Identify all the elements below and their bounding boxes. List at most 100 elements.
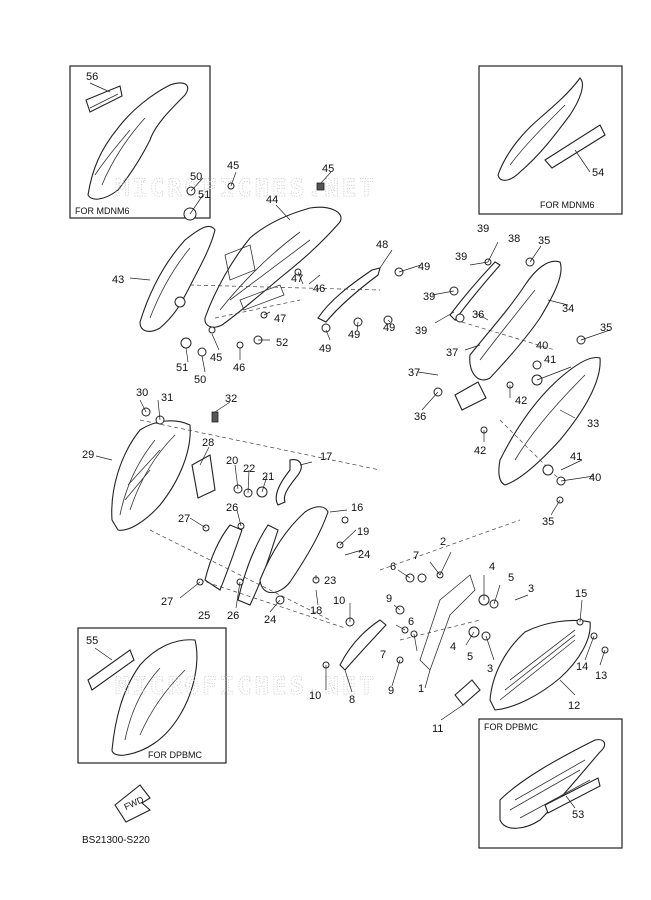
callout-19: 19	[357, 526, 369, 538]
callout-46: 46	[233, 362, 245, 374]
callout-52: 52	[276, 337, 288, 349]
callout-18: 18	[310, 605, 322, 617]
callouts: 50 51 45 44 45 43 48 49 47 46 47 52 45 4…	[82, 160, 612, 735]
callout-1: 1	[418, 683, 424, 695]
callout-21: 21	[262, 471, 274, 483]
part-38-bracket	[449, 261, 501, 321]
part-25-cover	[204, 524, 243, 591]
callout-3: 3	[528, 583, 534, 595]
callout-24: 24	[264, 614, 276, 626]
part-43-side-cover	[139, 225, 216, 332]
callout-49: 49	[348, 329, 360, 341]
callout-45: 45	[210, 352, 222, 364]
callout-26: 26	[227, 610, 239, 622]
callout-30: 30	[136, 387, 148, 399]
part-12-lower-panel	[489, 619, 591, 711]
part-17-hose	[275, 459, 302, 506]
callout-24: 24	[358, 549, 370, 561]
callout-43: 43	[112, 274, 124, 286]
callout-37: 37	[446, 347, 458, 359]
inset-label-bottom-right: FOR DPBMC	[484, 722, 539, 732]
callout-55: 55	[86, 635, 98, 647]
inset-label-bottom-left: FOR DPBMC	[148, 750, 203, 760]
part-29-side-panel	[111, 420, 191, 531]
callout-16: 16	[351, 502, 363, 514]
callout-45: 45	[322, 163, 334, 175]
callout-32: 32	[225, 393, 237, 405]
callout-5: 5	[467, 651, 473, 663]
callout-28: 28	[202, 437, 214, 449]
callout-39: 39	[423, 291, 435, 303]
callout-50: 50	[190, 171, 202, 183]
callout-51: 51	[198, 189, 210, 201]
part-36-clip	[454, 381, 487, 411]
callout-15: 15	[575, 588, 587, 600]
callout-45: 45	[227, 160, 239, 172]
callout-51: 51	[176, 362, 188, 374]
inset-top-left: 56 FOR MDNM6	[69, 65, 211, 219]
callout-46: 46	[313, 283, 325, 295]
part-28-bracket	[191, 454, 216, 499]
callout-49: 49	[383, 322, 395, 334]
callout-23: 23	[324, 575, 336, 587]
callout-42: 42	[515, 395, 527, 407]
callout-50: 50	[194, 374, 206, 386]
callout-27: 27	[178, 513, 190, 525]
callout-36: 36	[472, 309, 484, 321]
callout-35: 35	[538, 235, 550, 247]
callout-14: 14	[576, 661, 588, 673]
callout-41: 41	[544, 354, 556, 366]
callout-54: 54	[592, 167, 604, 179]
callout-39: 39	[415, 325, 427, 337]
callout-47: 47	[274, 313, 286, 325]
callout-31: 31	[161, 392, 173, 404]
callout-9: 9	[388, 685, 394, 697]
callout-7: 7	[413, 550, 419, 562]
part-11-sensor	[454, 679, 481, 706]
callout-49: 49	[418, 261, 430, 273]
callout-22: 22	[243, 463, 255, 475]
callout-9: 9	[386, 593, 392, 605]
callout-6: 6	[390, 561, 396, 573]
watermark-top: MICROFICHES.NET	[115, 174, 377, 202]
callout-39: 39	[455, 251, 467, 263]
callout-49: 49	[319, 343, 331, 355]
callout-10: 10	[309, 690, 321, 702]
callout-10: 10	[333, 595, 345, 607]
callout-29: 29	[82, 449, 94, 461]
part-8-bracket	[339, 619, 387, 671]
callout-5: 5	[508, 572, 514, 584]
callout-3: 3	[487, 663, 493, 675]
inset-top-right: 54 FOR MDNM6	[478, 65, 623, 215]
inset-bottom-left: 55 FOR DPBMC	[77, 627, 227, 764]
callout-41: 41	[570, 451, 582, 463]
part-44-cowling	[204, 206, 342, 328]
callout-12: 12	[568, 700, 580, 712]
callout-13: 13	[595, 670, 607, 682]
callout-48: 48	[376, 239, 388, 251]
callout-39: 39	[477, 223, 489, 235]
part-33-side-cover	[498, 356, 601, 486]
callout-40: 40	[536, 340, 548, 352]
leader-lines	[95, 171, 611, 721]
callout-35: 35	[542, 516, 554, 528]
callout-47: 47	[291, 273, 303, 285]
inset-bottom-right: FOR DPBMC 53	[478, 718, 623, 849]
callout-4: 4	[489, 561, 495, 573]
part-16-bracket	[259, 506, 329, 594]
callout-26: 26	[226, 502, 238, 514]
callout-27: 27	[161, 596, 173, 608]
part-26-cover	[237, 524, 279, 606]
inset-label-top-right: FOR MDNM6	[540, 200, 595, 210]
drawing-code: BS21300-S220	[82, 835, 150, 846]
part-48-bracket	[317, 267, 381, 323]
callout-11: 11	[432, 723, 443, 735]
callout-34: 34	[562, 303, 574, 315]
callout-35: 35	[600, 322, 612, 334]
callout-2: 2	[440, 536, 446, 548]
callout-7: 7	[380, 649, 386, 661]
part-34-panel	[469, 260, 562, 381]
callout-33: 33	[587, 418, 599, 430]
watermark-bottom: MICROFICHES.NET	[115, 672, 377, 700]
